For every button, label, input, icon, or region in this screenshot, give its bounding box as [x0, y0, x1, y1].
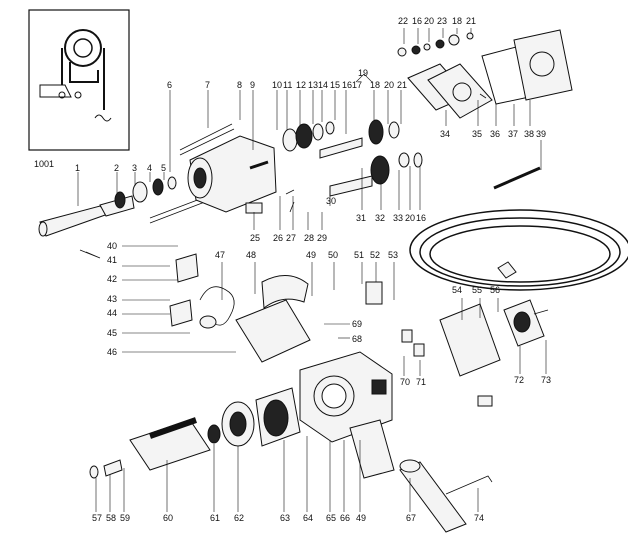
- label-5: 5: [161, 163, 166, 173]
- label-10: 10: [272, 80, 282, 90]
- label-55: 55: [472, 285, 482, 295]
- label-63: 63: [280, 513, 290, 523]
- label-74: 74: [474, 513, 484, 523]
- label-67: 67: [406, 513, 416, 523]
- wiring-inset: [28, 9, 130, 151]
- label-23: 23: [437, 16, 447, 26]
- label-56: 56: [490, 285, 500, 295]
- label-27: 27: [286, 233, 296, 243]
- label-37: 37: [508, 129, 518, 139]
- label-7: 7: [205, 80, 210, 90]
- label-34: 34: [440, 129, 450, 139]
- label-21b: 21: [466, 16, 476, 26]
- label-64: 64: [303, 513, 313, 523]
- top-right-parts: [397, 29, 573, 119]
- label-71: 71: [416, 377, 426, 387]
- leader-lines: [77, 28, 547, 512]
- label-20c: 20: [405, 213, 415, 223]
- label-8: 8: [237, 80, 242, 90]
- label-20b: 20: [424, 16, 434, 26]
- label-54: 54: [452, 285, 462, 295]
- label-69: 69: [352, 319, 362, 329]
- label-21a: 21: [397, 80, 407, 90]
- handle-tube: [349, 419, 493, 533]
- label-73: 73: [541, 375, 551, 385]
- label-61: 61: [210, 513, 220, 523]
- label-46: 46: [107, 347, 117, 357]
- label-51: 51: [354, 250, 364, 260]
- label-26: 26: [273, 233, 283, 243]
- label-68: 68: [352, 334, 362, 344]
- label-16a: 16: [342, 80, 352, 90]
- label-18a: 18: [370, 80, 380, 90]
- label-16c: 16: [416, 213, 426, 223]
- label-35: 35: [472, 129, 482, 139]
- label-58: 58: [106, 513, 116, 523]
- label-65: 65: [326, 513, 336, 523]
- label-44: 44: [107, 308, 117, 318]
- label-14: 14: [318, 80, 328, 90]
- label-38: 38: [524, 129, 534, 139]
- label-60: 60: [163, 513, 173, 523]
- switch-group: [169, 253, 311, 363]
- label-50: 50: [328, 250, 338, 260]
- label-25: 25: [250, 233, 260, 243]
- label-45: 45: [107, 328, 117, 338]
- gear-housing: [149, 123, 295, 224]
- label-72: 72: [514, 375, 524, 385]
- label-48: 48: [246, 250, 256, 260]
- label-1: 1: [75, 163, 80, 173]
- label-57: 57: [92, 513, 102, 523]
- part-labels: 1 2 3 4 5 6 7 8 9 10 11 12 13 14 15 16 1…: [75, 16, 551, 523]
- label-41: 41: [107, 255, 117, 265]
- label-28: 28: [304, 233, 314, 243]
- label-19: 19: [358, 68, 368, 78]
- label-66: 66: [340, 513, 350, 523]
- label-33: 33: [393, 213, 403, 223]
- label-31: 31: [356, 213, 366, 223]
- label-17: 17: [352, 80, 362, 90]
- connectors: [365, 281, 493, 407]
- label-12: 12: [296, 80, 306, 90]
- gear-train: [282, 119, 423, 197]
- label-47: 47: [215, 250, 225, 260]
- label-53: 53: [388, 250, 398, 260]
- label-4: 4: [147, 163, 152, 173]
- label-39: 39: [536, 129, 546, 139]
- motor-housing: [299, 351, 393, 443]
- spindle-group: [38, 176, 177, 259]
- label-11: 11: [283, 80, 292, 90]
- label-6: 6: [167, 80, 172, 90]
- label-30: 30: [326, 196, 336, 206]
- label-20a: 20: [384, 80, 394, 90]
- label-1001: 1001: [34, 159, 54, 169]
- motor-components: [89, 387, 301, 479]
- label-62: 62: [234, 513, 244, 523]
- side-handle-parts: [439, 299, 549, 377]
- label-36: 36: [490, 129, 500, 139]
- label-15: 15: [330, 80, 340, 90]
- label-40: 40: [107, 241, 117, 251]
- label-59: 59: [120, 513, 130, 523]
- label-49a: 49: [306, 250, 316, 260]
- label-13: 13: [308, 80, 318, 90]
- label-22: 22: [398, 16, 408, 26]
- label-3: 3: [132, 163, 137, 173]
- label-42: 42: [107, 274, 117, 284]
- label-52: 52: [370, 250, 380, 260]
- label-43: 43: [107, 294, 117, 304]
- label-16b: 16: [412, 16, 422, 26]
- power-cord: [409, 166, 628, 291]
- label-2: 2: [114, 163, 119, 173]
- label-18b: 18: [452, 16, 462, 26]
- label-9: 9: [250, 80, 255, 90]
- label-32: 32: [375, 213, 385, 223]
- label-29: 29: [317, 233, 327, 243]
- label-70: 70: [400, 377, 410, 387]
- label-49b: 49: [356, 513, 366, 523]
